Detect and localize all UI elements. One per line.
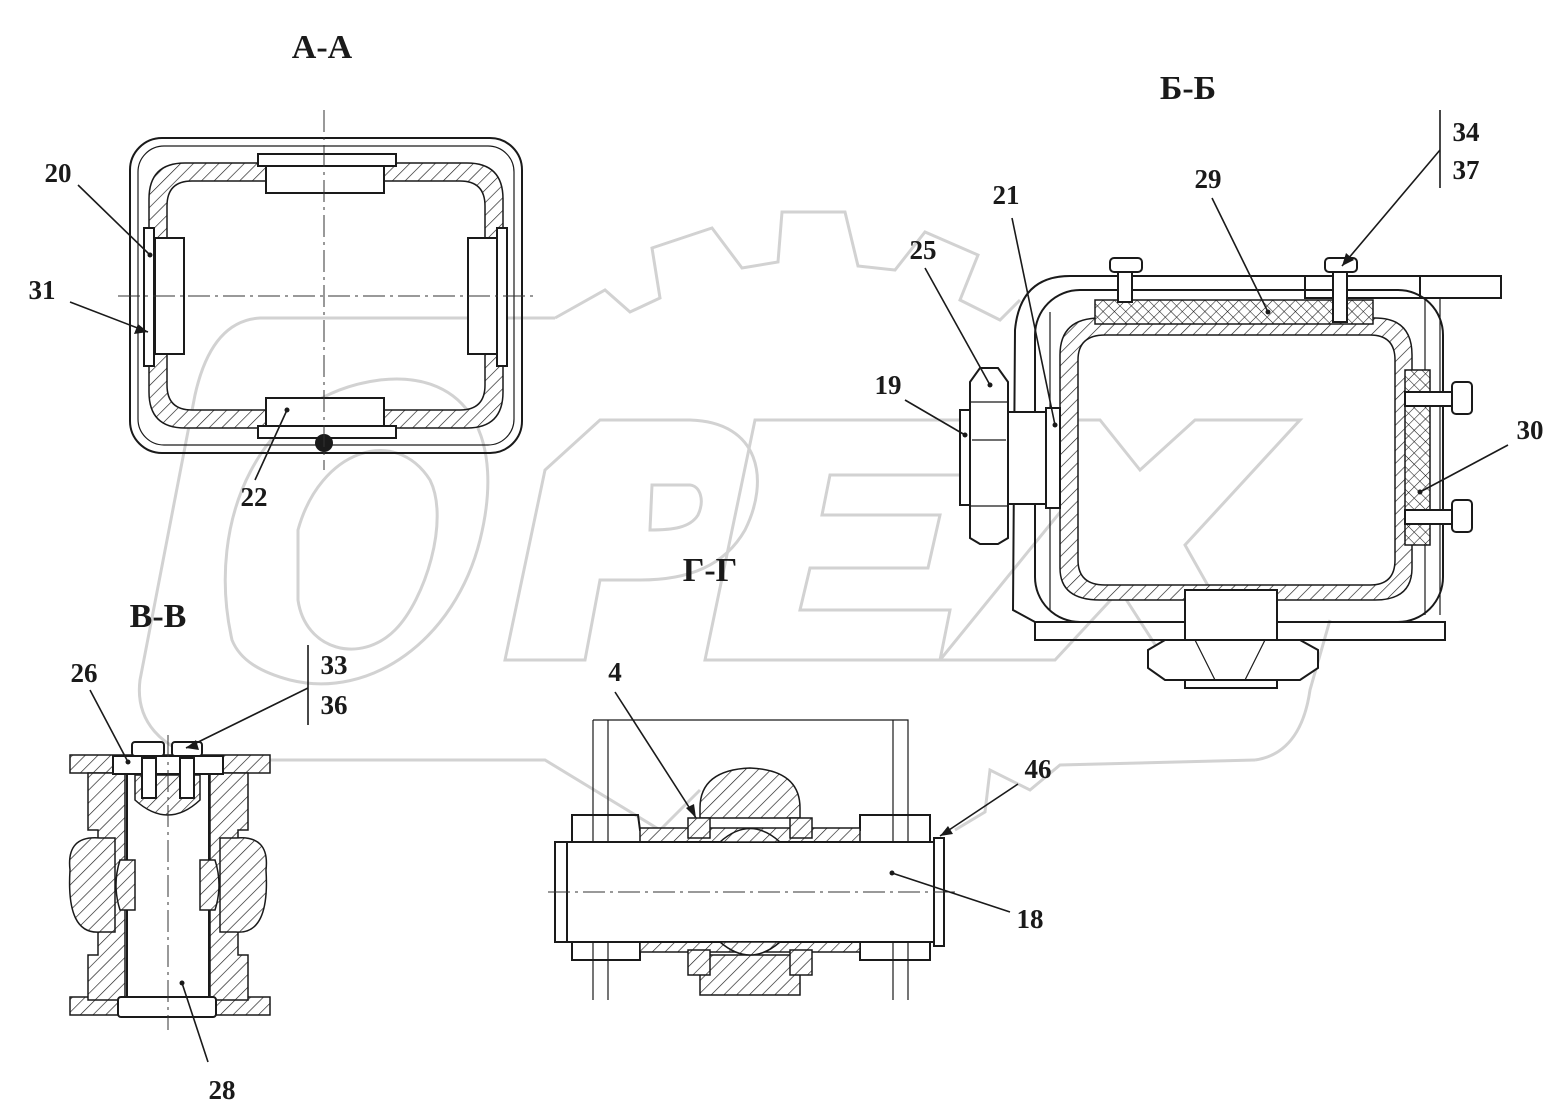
callout-46: 46 [1025, 754, 1052, 784]
callout-28: 28 [209, 1075, 236, 1105]
callout-33: 33 [321, 650, 348, 680]
callout-20: 20 [45, 158, 72, 188]
callout-21: 21 [993, 180, 1020, 210]
section-vv-view [68, 735, 271, 1030]
section-bb-view [959, 257, 1502, 689]
section-gg-view [548, 719, 955, 1000]
section-title-gg: Г-Г [683, 552, 738, 589]
section-title-vv: В-В [130, 598, 187, 635]
callout-36: 36 [321, 690, 348, 720]
callout-26: 26 [71, 658, 98, 688]
callout-31: 31 [29, 275, 56, 305]
callout-4: 4 [608, 657, 622, 687]
callout-29: 29 [1195, 164, 1222, 194]
leader-lines [69, 110, 1509, 1063]
callout-30: 30 [1517, 415, 1544, 445]
callout-19: 19 [875, 370, 902, 400]
callout-18: 18 [1017, 904, 1044, 934]
section-title-bb: Б-Б [1160, 70, 1216, 107]
callout-34: 34 [1453, 117, 1480, 147]
section-title-aa: А-А [292, 29, 353, 66]
callout-25: 25 [910, 235, 937, 265]
callout-37: 37 [1453, 155, 1480, 185]
section-aa-view [118, 110, 535, 470]
callout-22: 22 [241, 482, 268, 512]
